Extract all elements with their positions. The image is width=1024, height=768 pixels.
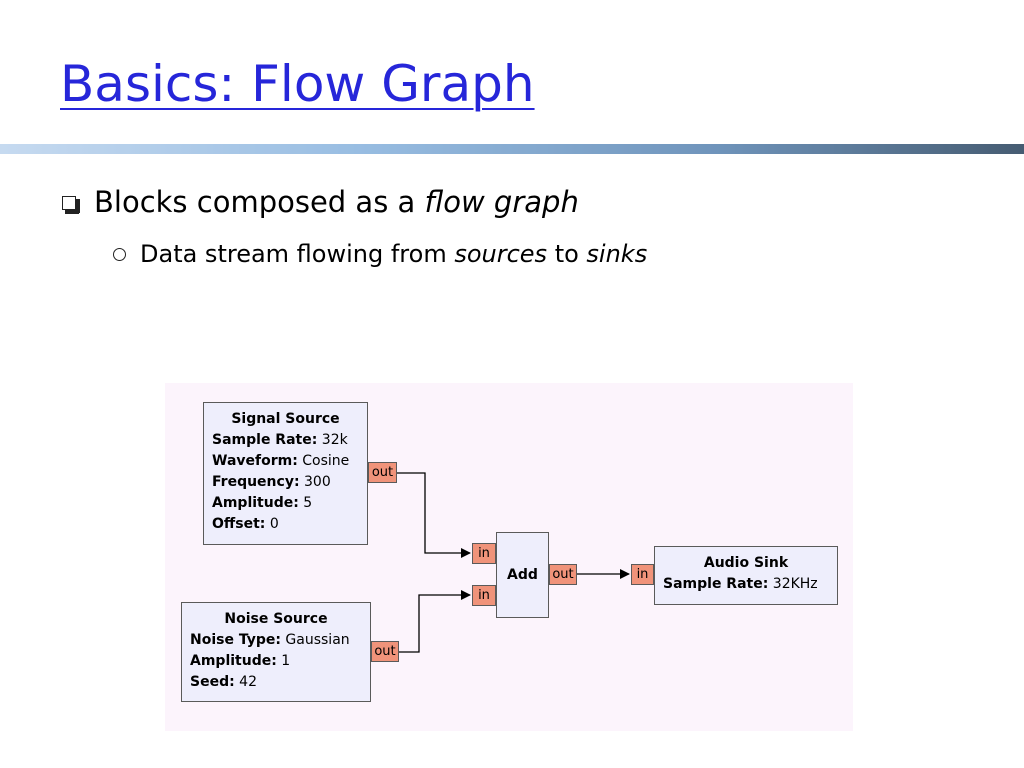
block-title: Noise Source xyxy=(224,611,328,627)
title-divider xyxy=(0,144,1024,154)
noise-source-block[interactable]: Noise Source Noise Type: Gaussian Amplit… xyxy=(181,602,371,702)
param-row: Amplitude: 5 xyxy=(212,495,313,511)
signal-source-block[interactable]: Signal Source Sample Rate: 32k Waveform:… xyxy=(203,402,368,545)
param-row: Sample Rate: 32KHz xyxy=(663,576,818,592)
circle-bullet-icon xyxy=(113,248,126,261)
signal-source-out-port[interactable]: out xyxy=(368,462,397,483)
bullet-1-emphasis: flow graph xyxy=(424,185,579,219)
slide-title: Basics: Flow Graph xyxy=(60,55,535,113)
connection-noise-to-add xyxy=(398,590,471,653)
bullet-2-text-1: Data stream flowing from xyxy=(140,240,455,268)
bullet-1-text: Blocks composed as a xyxy=(94,185,425,219)
noise-source-out-port[interactable]: out xyxy=(371,641,399,662)
audio-sink-in-port[interactable]: in xyxy=(631,564,654,585)
add-in-port-1[interactable]: in xyxy=(472,543,496,564)
connections-layer xyxy=(396,472,630,653)
param-row: Amplitude: 1 xyxy=(190,653,291,669)
bullet-2-emphasis-1: sources xyxy=(454,240,548,268)
bullet-level-2: Data stream flowing from sources to sink… xyxy=(113,240,647,268)
block-title: Signal Source xyxy=(231,411,340,427)
bullet-level-1: Blocks composed as a flow graph xyxy=(62,185,579,219)
block-title: Add xyxy=(507,566,538,583)
param-row: Seed: 42 xyxy=(190,674,257,690)
bullet-2-emphasis-2: sinks xyxy=(586,240,648,268)
connection-signal-to-add xyxy=(396,472,471,558)
param-row: Waveform: Cosine xyxy=(212,453,350,469)
bullet-2-text-2: to xyxy=(547,240,587,268)
add-out-port[interactable]: out xyxy=(549,564,577,585)
flow-graph-panel: Signal Source Sample Rate: 32k Waveform:… xyxy=(165,383,853,731)
block-title: Audio Sink xyxy=(703,555,789,571)
add-in-port-2[interactable]: in xyxy=(472,585,496,606)
audio-sink-block[interactable]: Audio Sink Sample Rate: 32KHz xyxy=(654,546,838,605)
square-bullet-icon xyxy=(62,196,80,214)
param-row: Noise Type: Gaussian xyxy=(190,632,350,648)
param-row: Frequency: 300 xyxy=(212,474,331,490)
param-row: Offset: 0 xyxy=(212,516,279,532)
add-block[interactable]: Add xyxy=(496,532,549,618)
param-row: Sample Rate: 32k xyxy=(212,432,348,448)
